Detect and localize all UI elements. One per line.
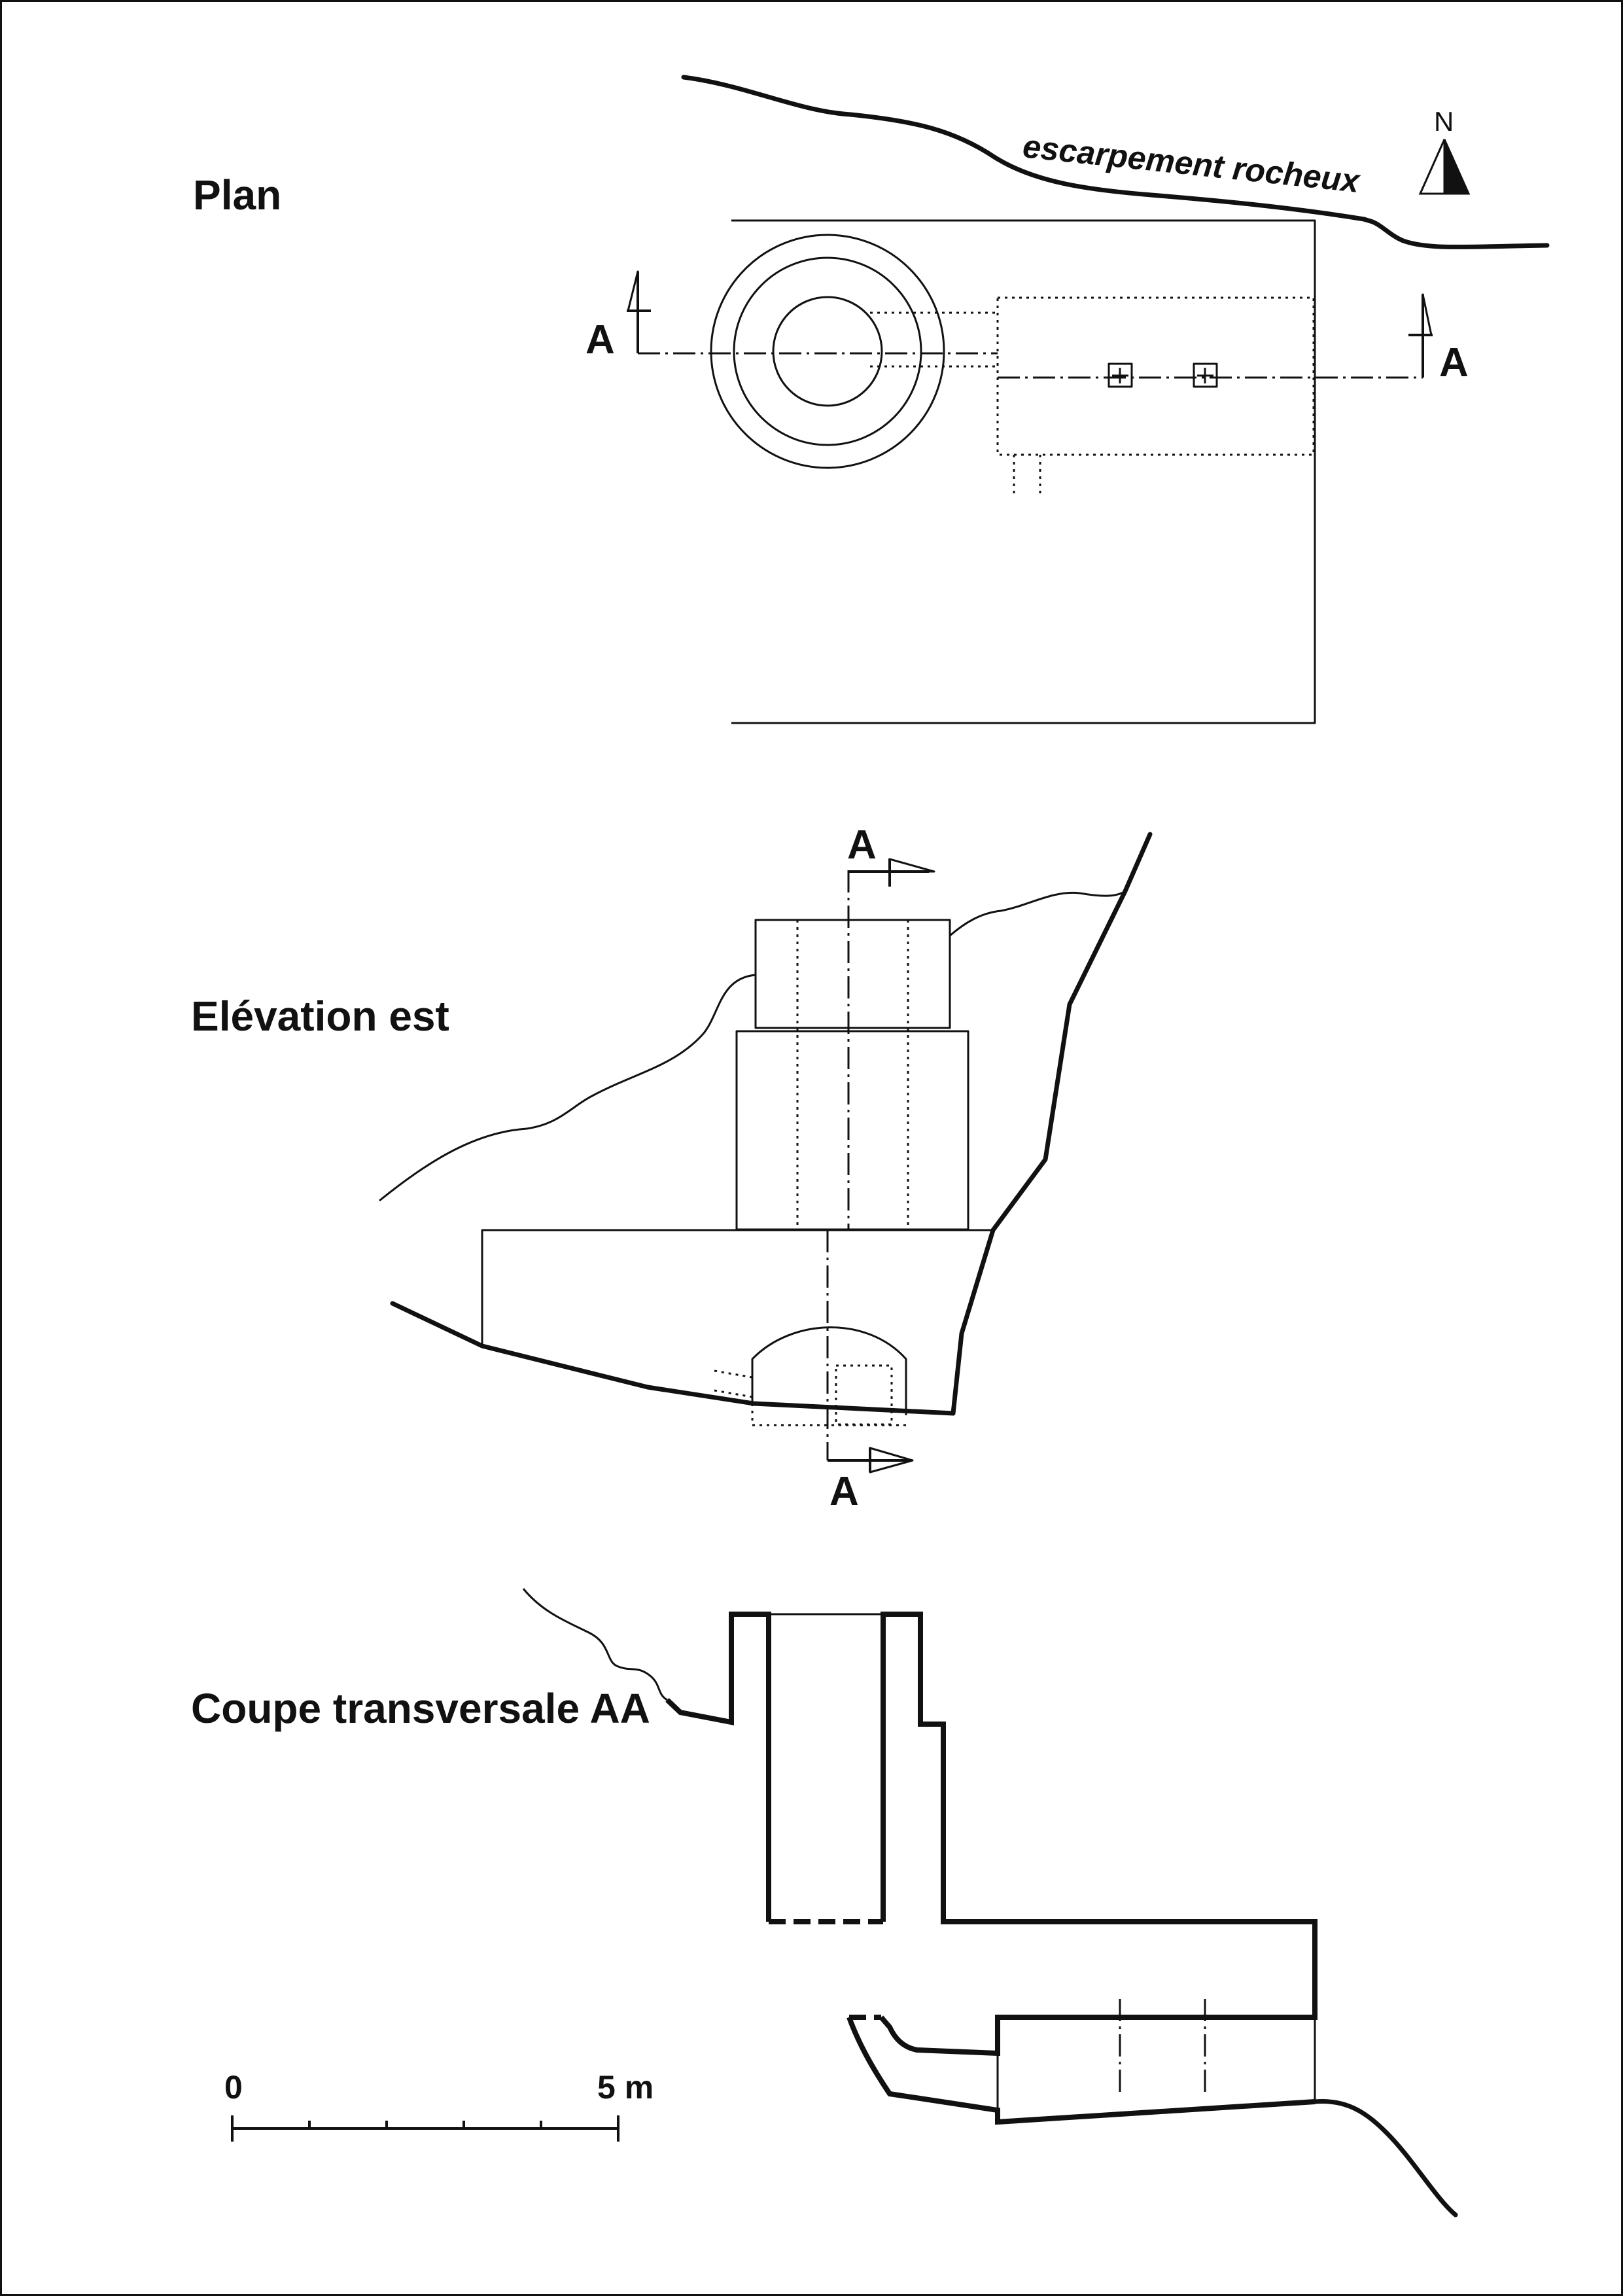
elevation-marker-top-letter: A bbox=[847, 822, 877, 868]
tower-upper-stage bbox=[754, 919, 951, 1029]
scale-bar: 0 5 m bbox=[224, 2069, 654, 2142]
terrain-profile-section-west bbox=[522, 1588, 668, 1701]
gallery-arch-entrance bbox=[751, 1326, 907, 1415]
gallery-floor-wall bbox=[846, 2016, 1316, 2125]
shaft-marker-2 bbox=[1193, 362, 1218, 388]
north-label: N bbox=[1434, 106, 1454, 137]
tower-right-wall bbox=[879, 1612, 1318, 2057]
scale-end-label: 5 m bbox=[597, 2069, 654, 2106]
section-marker-west: A bbox=[585, 270, 651, 362]
rock-escarpment-label: escarpement rocheux bbox=[1021, 128, 1363, 200]
drain-hint-upper-dotted bbox=[714, 1369, 753, 1379]
drain-hint-lower-dotted bbox=[714, 1389, 753, 1398]
section-marker-west-flag bbox=[627, 270, 639, 312]
scale-bar-graphic bbox=[231, 2115, 620, 2142]
elevation-section-marker-bottom: A bbox=[828, 1447, 914, 1514]
section-title: Coupe transversale AA bbox=[191, 1685, 650, 1732]
shaft-marker-1 bbox=[1108, 362, 1133, 388]
section-marker-east-letter: A bbox=[1439, 340, 1469, 385]
tower-plan bbox=[710, 234, 945, 469]
tower-left-wall bbox=[665, 1612, 771, 1922]
scale-start-label: 0 bbox=[224, 2069, 243, 2106]
ground-line-elevation bbox=[390, 1301, 956, 1416]
rock-cliff-line bbox=[951, 832, 1153, 1416]
rock-escarpment-line bbox=[681, 75, 1550, 250]
east-elevation-view: Elévation est A A bbox=[191, 822, 1153, 1514]
tower-shaft-ring bbox=[772, 296, 883, 407]
base-platform bbox=[481, 1229, 993, 1346]
gallery-outline-dotted bbox=[996, 296, 1315, 456]
section-marker-west-letter: A bbox=[585, 317, 615, 362]
plan-view: Plan escarpement rocheux N bbox=[193, 75, 1550, 724]
property-boundary bbox=[731, 219, 1316, 724]
underground-gallery-plan bbox=[870, 296, 1315, 494]
cross-section-view: Coupe transversale AA bbox=[191, 1588, 1458, 2217]
elevation-marker-bottom-letter: A bbox=[829, 1469, 859, 1514]
gallery-hatch-dotted bbox=[835, 1364, 893, 1426]
section-marker-east: A bbox=[1408, 293, 1469, 385]
terrain-profile-west bbox=[379, 974, 756, 1202]
terrain-profile-east bbox=[949, 890, 1126, 937]
north-arrow-left-half bbox=[1418, 139, 1446, 195]
north-arrow: N bbox=[1418, 106, 1471, 195]
north-arrow-right-half bbox=[1443, 139, 1471, 195]
elevation-section-marker-top: A bbox=[847, 822, 935, 887]
plan-title: Plan bbox=[193, 171, 281, 219]
tower-middle-ring bbox=[733, 256, 922, 446]
plan-shaft-markers bbox=[1108, 362, 1218, 388]
elevation-title: Elévation est bbox=[191, 993, 449, 1040]
tower-outer-ring bbox=[710, 234, 945, 469]
terrain-profile-section-east bbox=[1312, 2099, 1458, 2217]
tower-lower-stage bbox=[735, 1030, 969, 1231]
elevation-marker-top-flag bbox=[888, 858, 935, 873]
